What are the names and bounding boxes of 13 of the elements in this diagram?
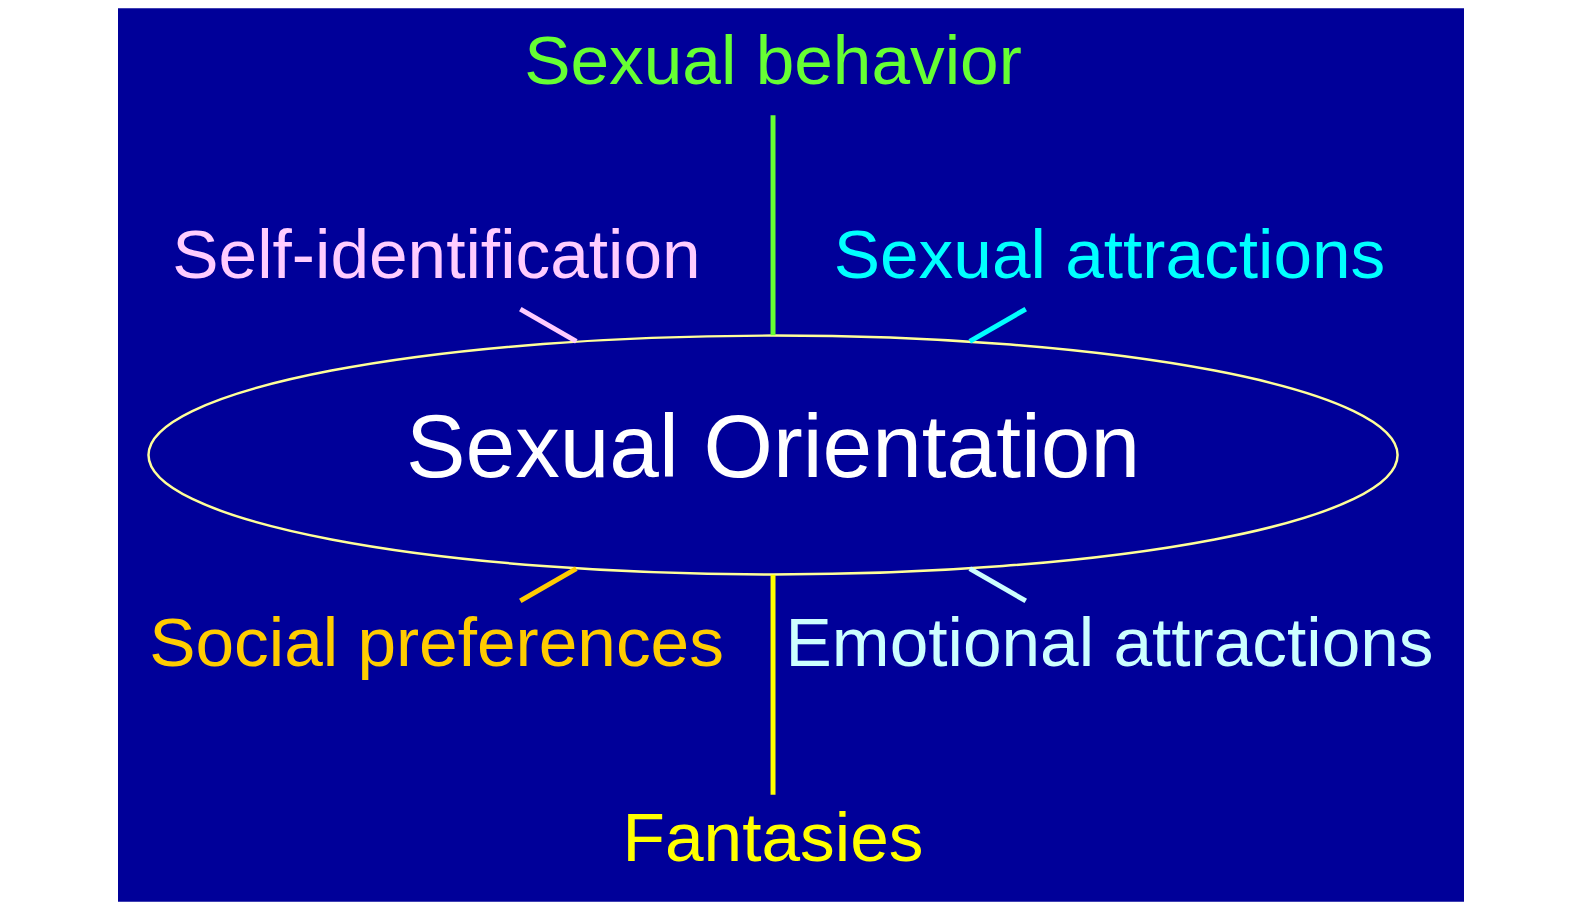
node-text: Emotional attractions <box>785 603 1434 682</box>
connector <box>770 574 775 795</box>
connector <box>968 566 1027 604</box>
node-text: Self-identification <box>171 214 701 293</box>
node-ellipse: Sexual Orientation <box>146 334 1399 576</box>
connector <box>518 566 578 604</box>
node-text: Sexual attractions <box>833 214 1385 293</box>
node-text: Fantasies <box>622 797 923 876</box>
connector <box>968 306 1027 344</box>
connector <box>518 306 578 344</box>
connector <box>770 115 775 336</box>
node-text: Sexual behavior <box>523 20 1022 99</box>
node-text: Social preferences <box>148 603 724 682</box>
